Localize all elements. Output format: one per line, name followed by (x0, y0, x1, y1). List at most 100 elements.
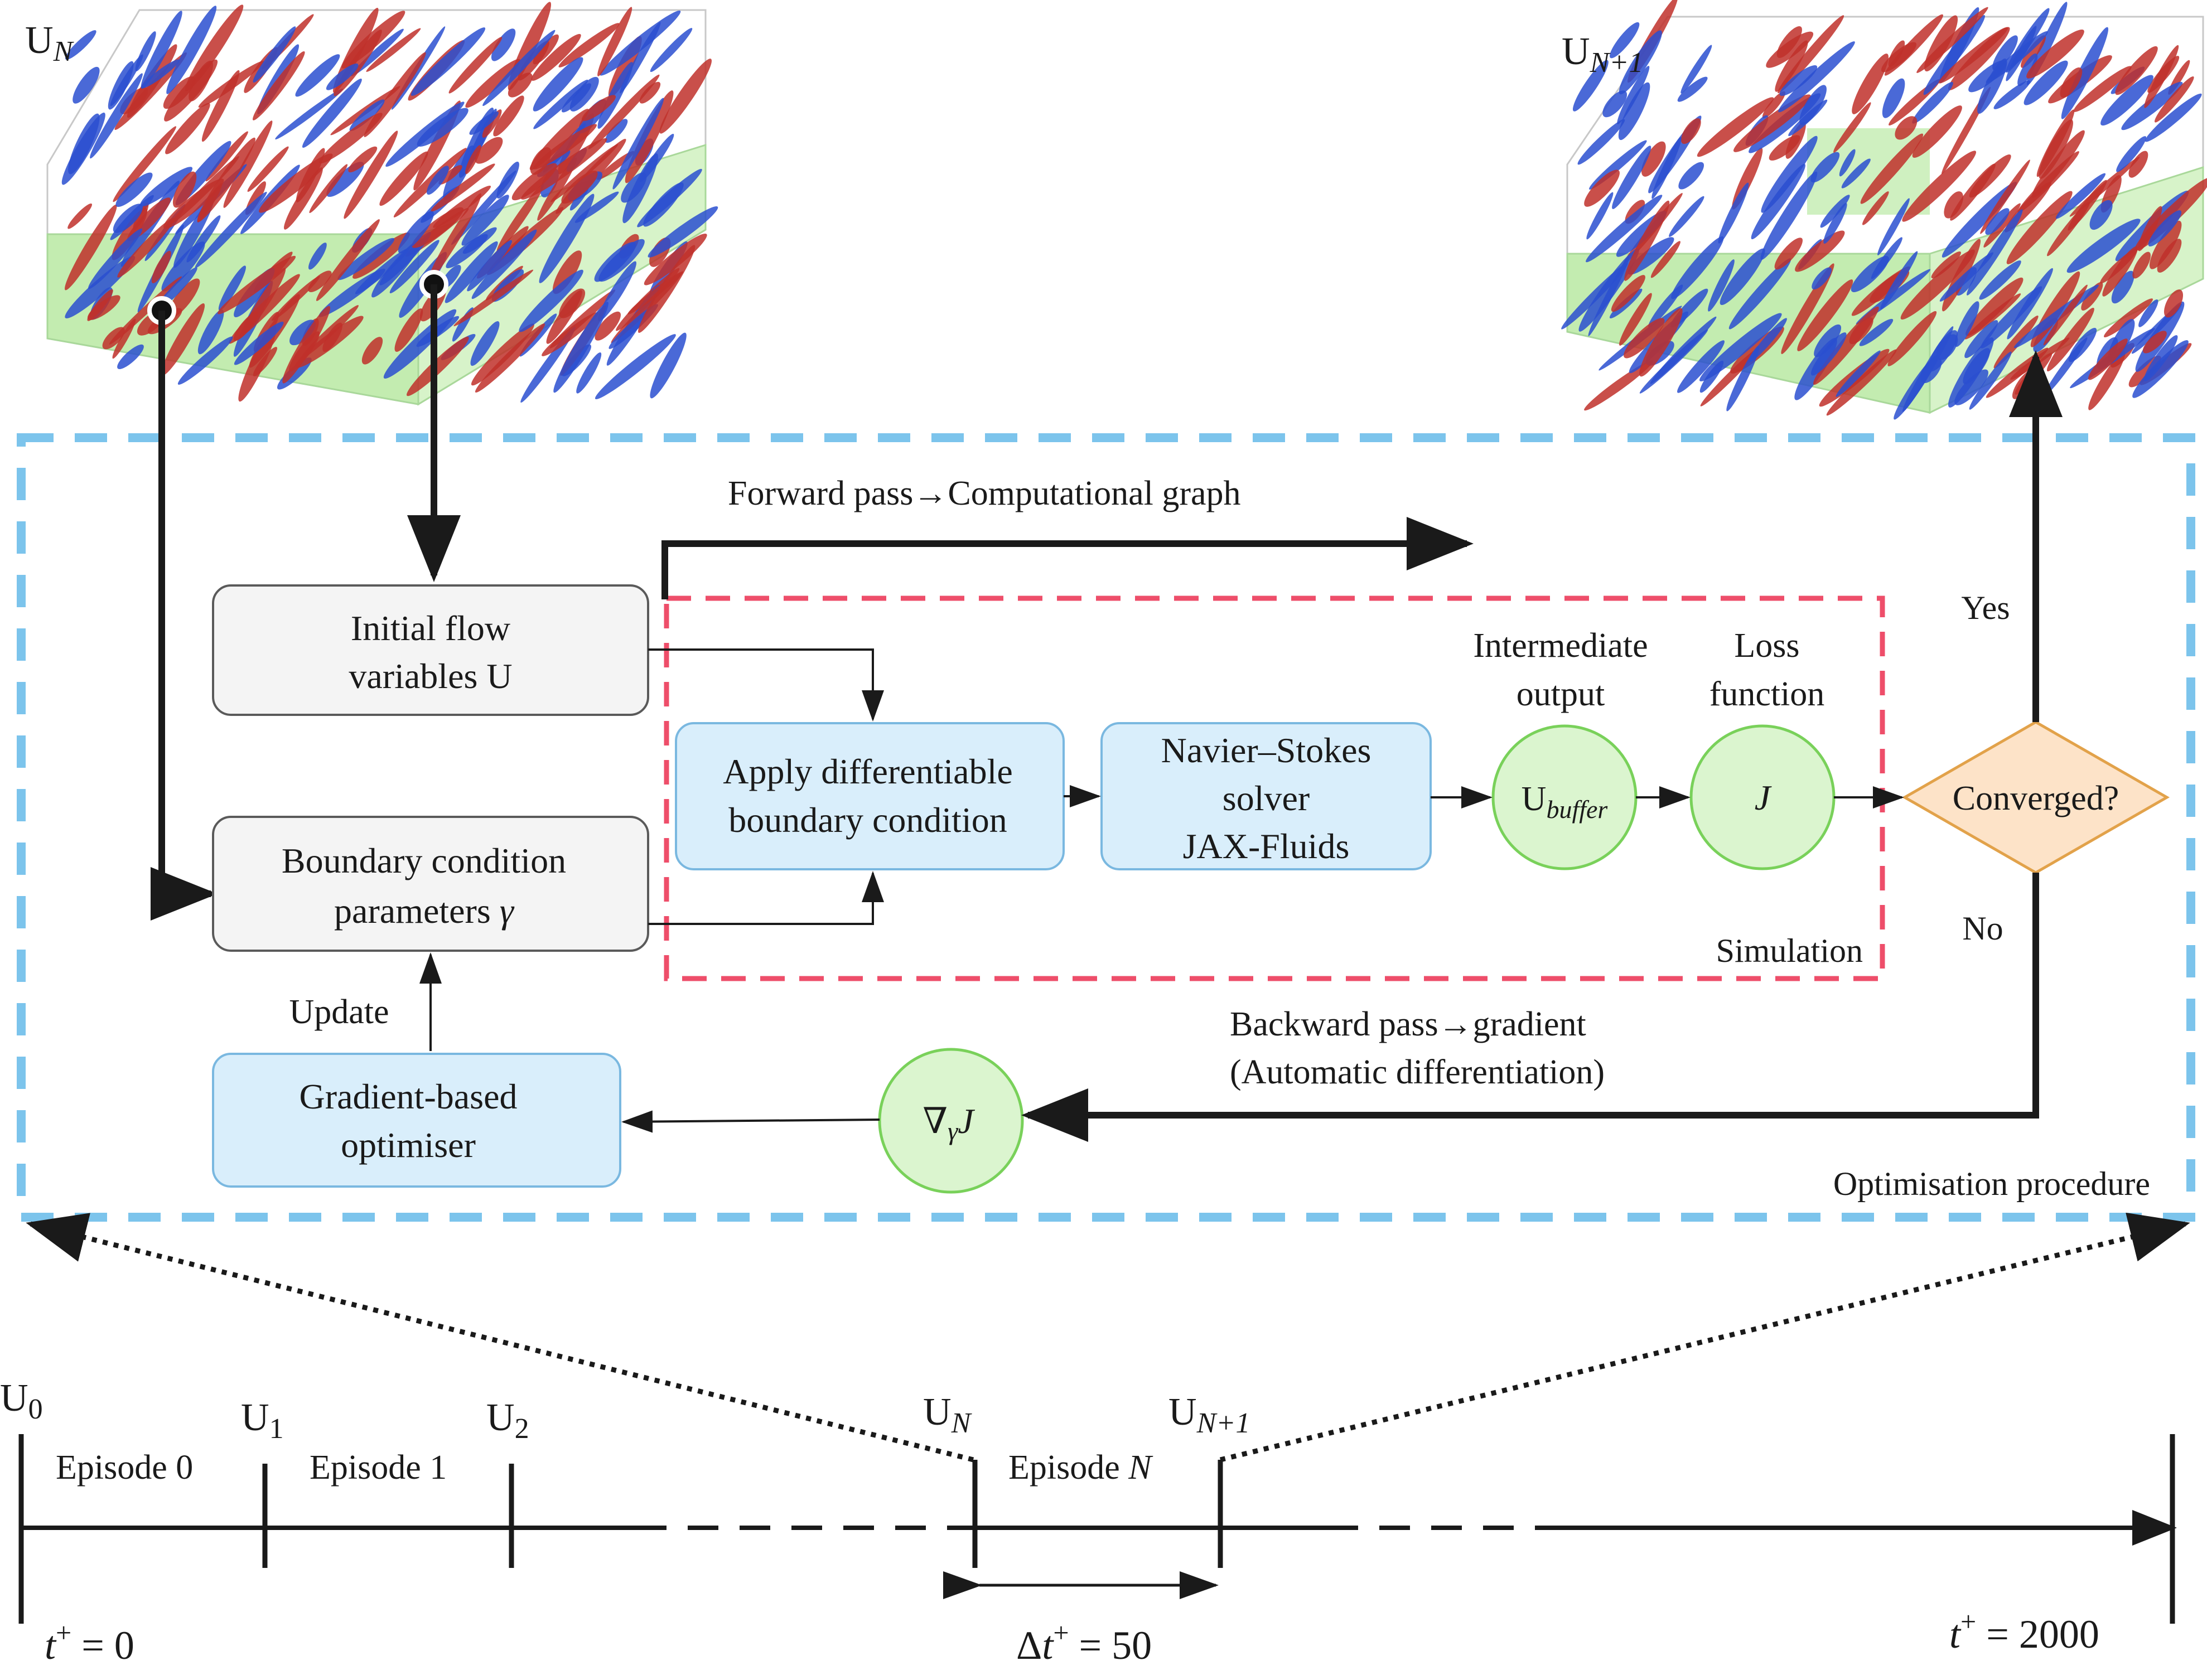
vortex-streak (1680, 45, 1712, 94)
vortex-streak (1895, 116, 1918, 140)
vortex-streak (638, 245, 696, 333)
arrow-flow-to-bc-params (151, 311, 218, 921)
t-end-label: t+ = 2000 (1949, 1606, 2099, 1657)
vortex-streak (539, 193, 595, 283)
vortex-streak (471, 229, 537, 299)
vortex-streak (1572, 60, 1609, 112)
vortex-field-left (61, 2, 718, 403)
vortex-streak (1610, 22, 1640, 59)
vortex-streak (1766, 31, 1814, 68)
vortex-streak (639, 81, 661, 104)
vortex-streak (1820, 195, 1850, 228)
vortex-streak (110, 54, 143, 106)
converged-decision (1901, 720, 2170, 874)
initial-flow-line1: Initial flow (351, 608, 510, 648)
vortex-streak (1965, 277, 2024, 336)
solver-line1: Navier–Stokes (1161, 730, 1371, 770)
vortex-streak (1833, 102, 1871, 153)
backward-pass-arrow (1021, 873, 2039, 1142)
vortex-streak (2163, 289, 2184, 318)
vortex-streak (2043, 284, 2088, 346)
vortex-streak (326, 63, 359, 90)
vortex-streak (1797, 279, 1853, 351)
vortex-streak (1902, 151, 1977, 222)
vortex-streak (2121, 81, 2183, 130)
vortex-streak (1697, 97, 1774, 157)
vortex-streak (352, 232, 410, 279)
vortex-streak (1826, 349, 1897, 416)
vortex-streak (2111, 270, 2134, 304)
vortex-streak (462, 227, 497, 254)
vortex-streak (2104, 298, 2153, 337)
vortex-streak (65, 255, 136, 319)
vortex-streak (398, 211, 434, 254)
vortex-streak (470, 321, 500, 366)
vortex-streak (605, 119, 628, 143)
vortex-streak (1650, 316, 1717, 384)
update-label: Update (289, 993, 389, 1031)
vortex-streak (1669, 196, 1704, 237)
vortex-streak (598, 239, 645, 282)
vortex-streak (1836, 350, 1881, 397)
vortex-streak (2089, 200, 2113, 230)
optimiser-line2: optimiser (341, 1125, 476, 1165)
vortex-streak (275, 88, 343, 140)
vortex-streak (2138, 299, 2158, 327)
flow-field-left (46, 2, 718, 406)
vortex-streak (1778, 15, 1844, 94)
vortex-streak (234, 321, 284, 365)
vortex-streak (558, 23, 620, 67)
vortex-streak (519, 269, 583, 332)
vortex-streak (2021, 35, 2046, 68)
vortex-streak (1749, 318, 1787, 362)
vortex-streak (385, 101, 465, 167)
vortex-streak (172, 171, 197, 208)
vortex-streak (2069, 157, 2140, 217)
vortex-streak (284, 167, 323, 230)
vortex-streak (1611, 275, 1645, 312)
vortex-streak (1942, 182, 2017, 258)
episode-n-label: Episode N (1008, 1449, 1153, 1487)
forward-pass-arrow (661, 517, 1474, 599)
vortex-streak (1586, 192, 1614, 240)
vortex-streak (73, 66, 100, 104)
vortex-streak (2142, 331, 2167, 354)
vortex-streak (195, 192, 267, 268)
arrow-bc-params-to-apply-bc (648, 871, 884, 925)
vortex-streak (426, 166, 449, 195)
vortex-streak (1762, 91, 1785, 119)
vortex-streak (253, 51, 305, 120)
vortex-streak (1779, 65, 1818, 96)
vortex-streak (1639, 308, 1683, 377)
vortex-streak (482, 30, 556, 106)
vortex-streak (1586, 195, 1663, 263)
vortex-streak (2060, 67, 2083, 98)
vortex-streak (1993, 315, 2039, 369)
vortex-streak (600, 10, 681, 76)
vortex-streak (1916, 7, 1988, 73)
vortex-streak (411, 27, 486, 96)
vortex-streak (141, 59, 180, 89)
vortex-streak (1851, 256, 1889, 292)
vortex-streak (1584, 170, 1620, 207)
vortex-streak (431, 163, 495, 212)
initial-flow-line2: variables U (349, 656, 512, 696)
vortex-streak (1624, 318, 1665, 359)
vortex-streak (1851, 266, 1910, 316)
vortex-streak (141, 11, 182, 89)
vortex-streak (625, 90, 674, 183)
vortex-streak (170, 156, 239, 225)
vortex-streak (1641, 141, 1666, 177)
vortex-streak (1778, 41, 1855, 113)
vortex-streak (491, 28, 516, 61)
vortex-streak (337, 238, 395, 280)
vortex-streak (550, 144, 619, 202)
vortex-streak (542, 312, 598, 356)
arrow-initial-to-apply-bc (648, 648, 884, 722)
vortex-streak (1938, 27, 2008, 84)
vortex-streak (511, 163, 557, 201)
vortex-streak (1718, 182, 1749, 244)
vortex-streak (1769, 135, 1800, 161)
vortex-streak (597, 7, 632, 76)
vortex-streak (467, 240, 512, 292)
